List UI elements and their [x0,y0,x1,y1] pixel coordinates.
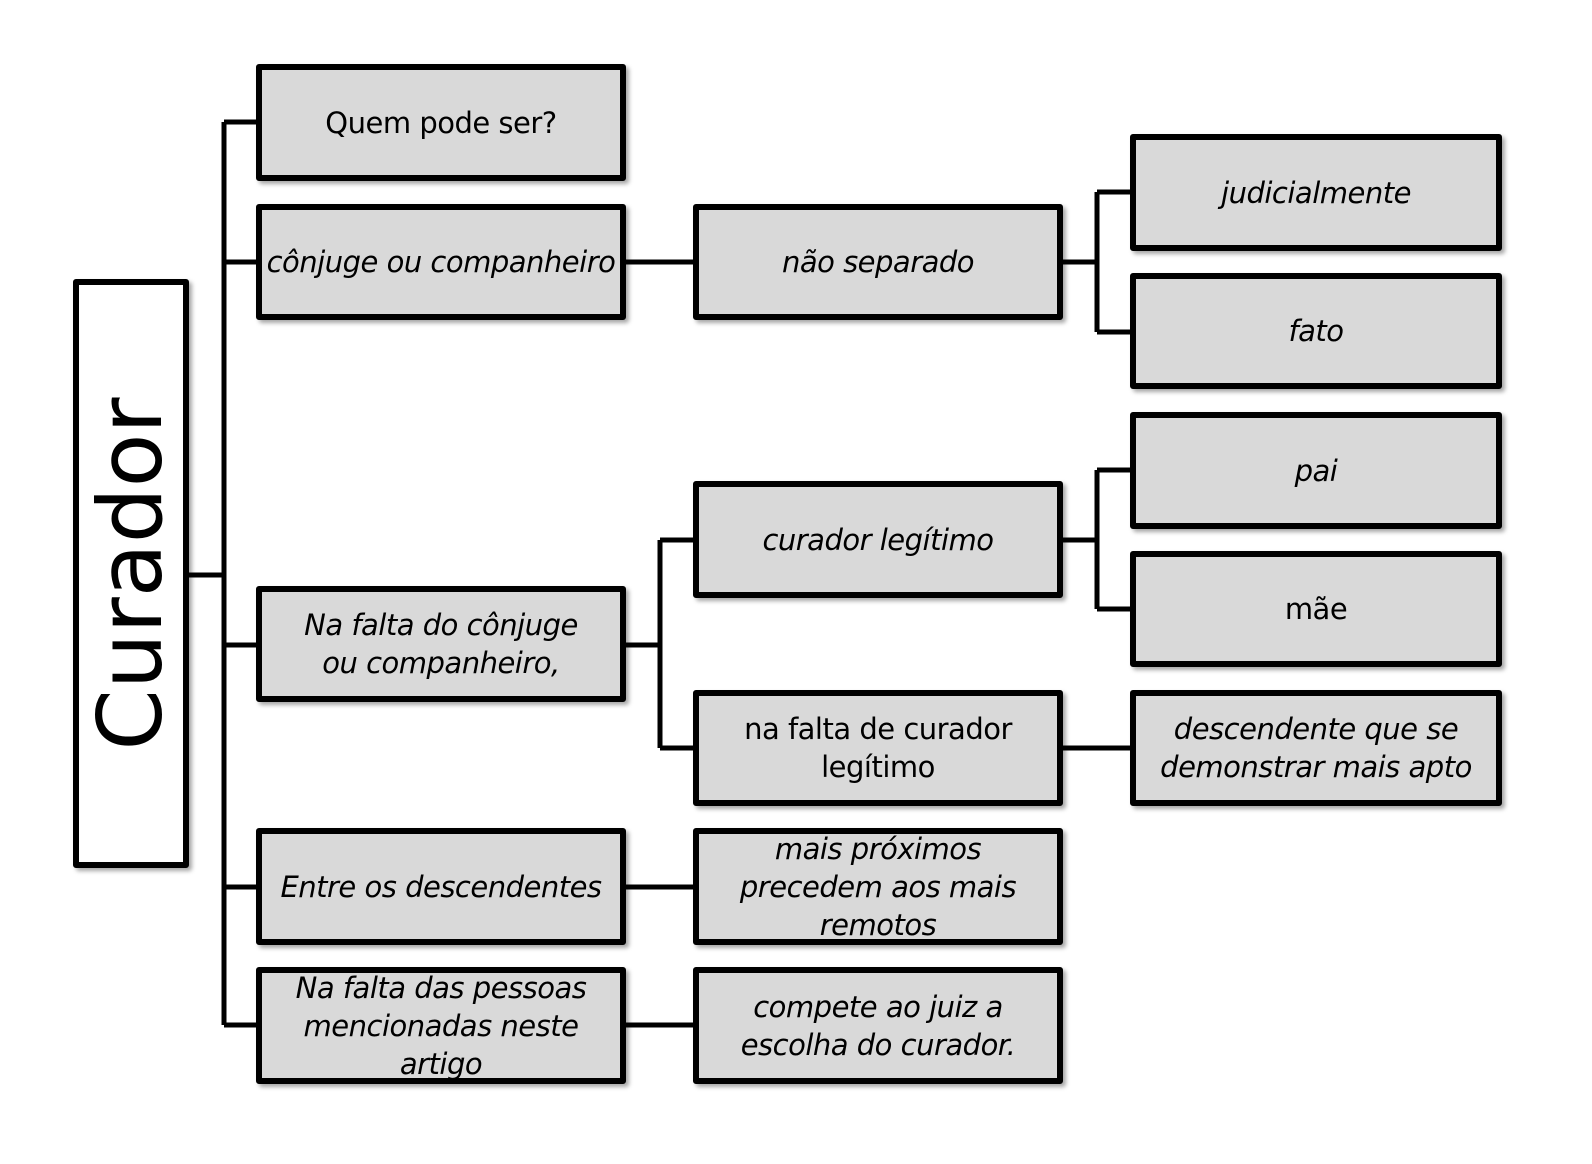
node-label: mais próximos precedem aos mais remotos [739,831,1017,942]
node-label: Na falta do cônjuge ou companheiro, [304,608,578,680]
node-entre-os-descendentes: Entre os descendentes [256,828,626,945]
node-pai: pai [1130,412,1502,529]
node-compete-ao-juiz: compete ao juiz a escolha do curador. [693,967,1063,1084]
root-label: Curador [79,396,182,751]
node-label: Quem pode ser? [325,105,557,140]
node-nao-separado: não separado [693,204,1063,320]
connector-na-falta-branch [624,537,695,751]
node-curador-legitimo: curador legítimo [693,481,1063,598]
node-label: compete ao juiz a escolha do curador. [740,989,1016,1062]
node-label: na falta de curador legítimo [744,712,1012,784]
node-label: cônjuge ou companheiro [266,245,616,279]
node-quem-pode-ser: Quem pode ser? [256,64,626,181]
node-mais-proximos: mais próximos precedem aos mais remotos [693,828,1063,945]
node-na-falta-do-conjuge: Na falta do cônjuge ou companheiro, [256,586,626,702]
node-label: Entre os descendentes [280,869,602,904]
node-label: curador legítimo [762,522,994,557]
node-label: não separado [781,245,975,279]
node-label: judicialmente [1221,175,1411,210]
connector-nao-separado-branch [1060,189,1133,335]
node-na-falta-de-curador-legitimo: na falta de curador legítimo [693,690,1063,806]
node-label: pai [1294,453,1338,488]
node-label: Na falta das pessoas mencionadas neste a… [295,970,587,1081]
node-descendente-mais-apto: descendente que se demonstrar mais apto [1130,690,1502,806]
node-fato: fato [1130,273,1502,389]
node-label: fato [1288,314,1344,348]
node-conjuge-ou-companheiro: cônjuge ou companheiro [256,204,626,320]
connector-curador-branch [1060,467,1133,612]
node-judicialmente: judicialmente [1130,134,1502,251]
node-na-falta-das-pessoas: Na falta das pessoas mencionadas neste a… [256,967,626,1084]
node-label: descendente que se demonstrar mais apto [1160,712,1472,784]
node-label: mãe [1284,592,1348,626]
root-node-curador: Curador [73,279,189,868]
node-mae: mãe [1130,551,1502,667]
